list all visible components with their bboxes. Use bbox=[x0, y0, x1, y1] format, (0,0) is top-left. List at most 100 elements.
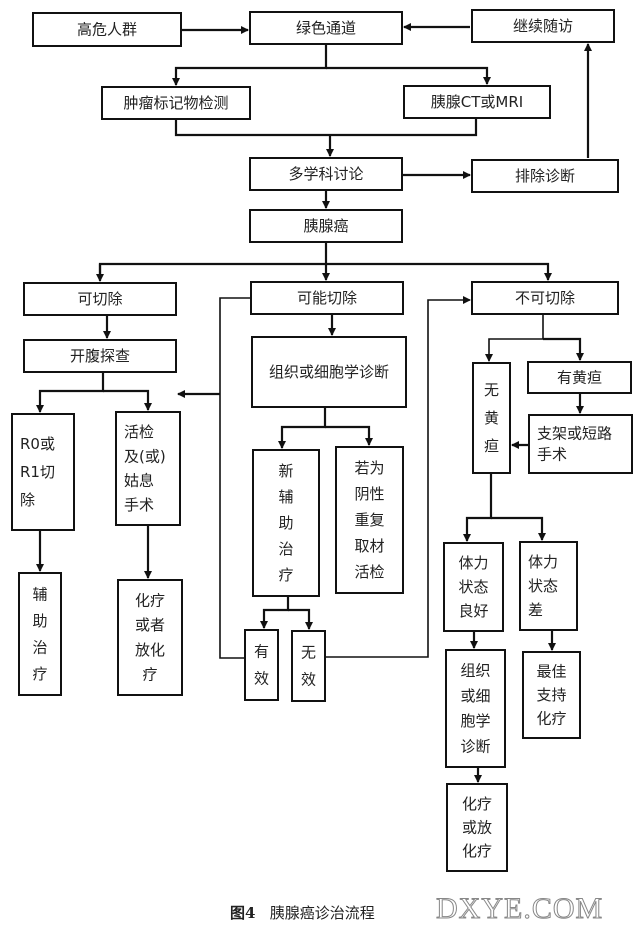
connectors bbox=[36, 23, 592, 783]
node-label: 绿色通道 bbox=[296, 19, 356, 37]
node-label: 胰腺CT或MRI bbox=[431, 93, 523, 111]
node-box bbox=[23, 282, 177, 316]
node-box bbox=[117, 579, 183, 696]
node-label: 可切除 bbox=[77, 290, 122, 308]
node-label: R1切 bbox=[20, 463, 55, 481]
node-effective: 有效 bbox=[244, 629, 279, 701]
connector-arrow bbox=[174, 119, 478, 137]
node-label: 诊断 bbox=[460, 737, 490, 755]
node-box bbox=[471, 9, 615, 43]
node-high-risk: 高危人群 bbox=[32, 12, 182, 47]
node-unresectable: 不可切除 bbox=[471, 281, 619, 315]
node-label: 高危人群 bbox=[77, 21, 137, 39]
node-no-jaundice: 无黄疸 bbox=[472, 362, 511, 474]
node-label: 继续随访 bbox=[513, 17, 573, 35]
node-label: 排除诊断 bbox=[515, 167, 575, 185]
node-label: 良好 bbox=[458, 602, 488, 620]
node-label: 手术 bbox=[124, 496, 154, 514]
figure-caption: 图4 胰腺癌诊治流程 bbox=[230, 902, 375, 923]
node-box bbox=[249, 11, 403, 45]
node-label: 无 bbox=[484, 381, 499, 399]
node-box bbox=[250, 281, 404, 315]
connector-arrow bbox=[219, 297, 250, 659]
node-label: 活检 bbox=[354, 563, 384, 581]
node-box bbox=[443, 542, 504, 632]
connector-arrow bbox=[172, 44, 328, 86]
node-label: 或者 bbox=[135, 616, 165, 634]
node-box bbox=[251, 336, 407, 408]
connector-arrow bbox=[288, 608, 313, 630]
connector-arrow bbox=[278, 407, 327, 449]
node-label: 效 bbox=[301, 671, 316, 689]
node-label: 黄 bbox=[484, 409, 499, 427]
node-box bbox=[471, 159, 619, 193]
node-label: 无 bbox=[301, 644, 316, 662]
node-label: 辅 bbox=[32, 585, 47, 603]
node-histology-dx: 组织或细胞学诊断 bbox=[251, 336, 407, 408]
node-label: 胰腺癌 bbox=[303, 217, 348, 235]
node-label: 阴性 bbox=[354, 485, 384, 503]
node-label: 若为 bbox=[354, 459, 384, 477]
node-label: 状态 bbox=[528, 577, 558, 595]
node-box bbox=[18, 572, 62, 696]
node-mdt: 多学科讨论 bbox=[249, 157, 403, 191]
connector-arrow bbox=[103, 389, 152, 411]
node-label: 辅 bbox=[278, 488, 293, 506]
node-label: 化疗 bbox=[462, 842, 492, 860]
node-label: 手术 bbox=[537, 446, 567, 464]
figure-label: 图4 bbox=[230, 904, 256, 922]
node-box bbox=[472, 362, 511, 474]
node-label: 体力 bbox=[458, 554, 488, 572]
node-box bbox=[249, 209, 403, 243]
node-label: 疸 bbox=[484, 437, 499, 455]
node-label: 可能切除 bbox=[297, 289, 357, 307]
node-green-channel: 绿色通道 bbox=[249, 11, 403, 45]
connector-arrow bbox=[260, 596, 290, 629]
node-box bbox=[519, 541, 578, 631]
node-box bbox=[32, 12, 182, 47]
node-label: 体力 bbox=[528, 553, 558, 571]
node-label: 支架或短路 bbox=[537, 425, 612, 443]
node-box bbox=[291, 630, 326, 702]
node-box bbox=[335, 446, 404, 594]
node-label: 新 bbox=[278, 462, 293, 480]
connector-arrow bbox=[485, 314, 544, 362]
connector-arrow bbox=[491, 516, 546, 541]
node-pancreatic-cancer: 胰腺癌 bbox=[249, 209, 403, 243]
node-box bbox=[527, 361, 632, 394]
node-label: 肿瘤标记物检测 bbox=[123, 94, 228, 112]
connector-arrow bbox=[326, 66, 491, 85]
node-box bbox=[23, 339, 177, 373]
node-label: 效 bbox=[254, 670, 269, 688]
node-label: 重复 bbox=[354, 511, 384, 529]
node-label: 最佳 bbox=[536, 663, 566, 681]
node-label: 放化 bbox=[135, 641, 165, 659]
node-label: 有黄疸 bbox=[557, 369, 602, 387]
node-label: 化疗 bbox=[536, 709, 566, 727]
node-box bbox=[522, 651, 581, 739]
node-borderline: 可能切除 bbox=[250, 281, 404, 315]
figure-title: 胰腺癌诊治流程 bbox=[269, 904, 375, 922]
node-label: 开腹探查 bbox=[70, 347, 130, 365]
node-ineffective: 无效 bbox=[291, 630, 326, 702]
node-label: 助 bbox=[32, 612, 47, 630]
watermark: DXYE.COM bbox=[435, 892, 604, 926]
node-histology-dx2: 组织或细胞学诊断 bbox=[445, 649, 506, 768]
node-label: 多学科讨论 bbox=[288, 165, 363, 183]
node-label: 差 bbox=[528, 601, 543, 619]
node-box bbox=[445, 649, 506, 768]
node-label: 活检 bbox=[124, 423, 154, 441]
node-label: 或细 bbox=[460, 687, 490, 705]
connector-arrow bbox=[463, 473, 493, 542]
connector-arrow bbox=[36, 372, 105, 413]
node-label: 及(或) bbox=[124, 447, 166, 465]
